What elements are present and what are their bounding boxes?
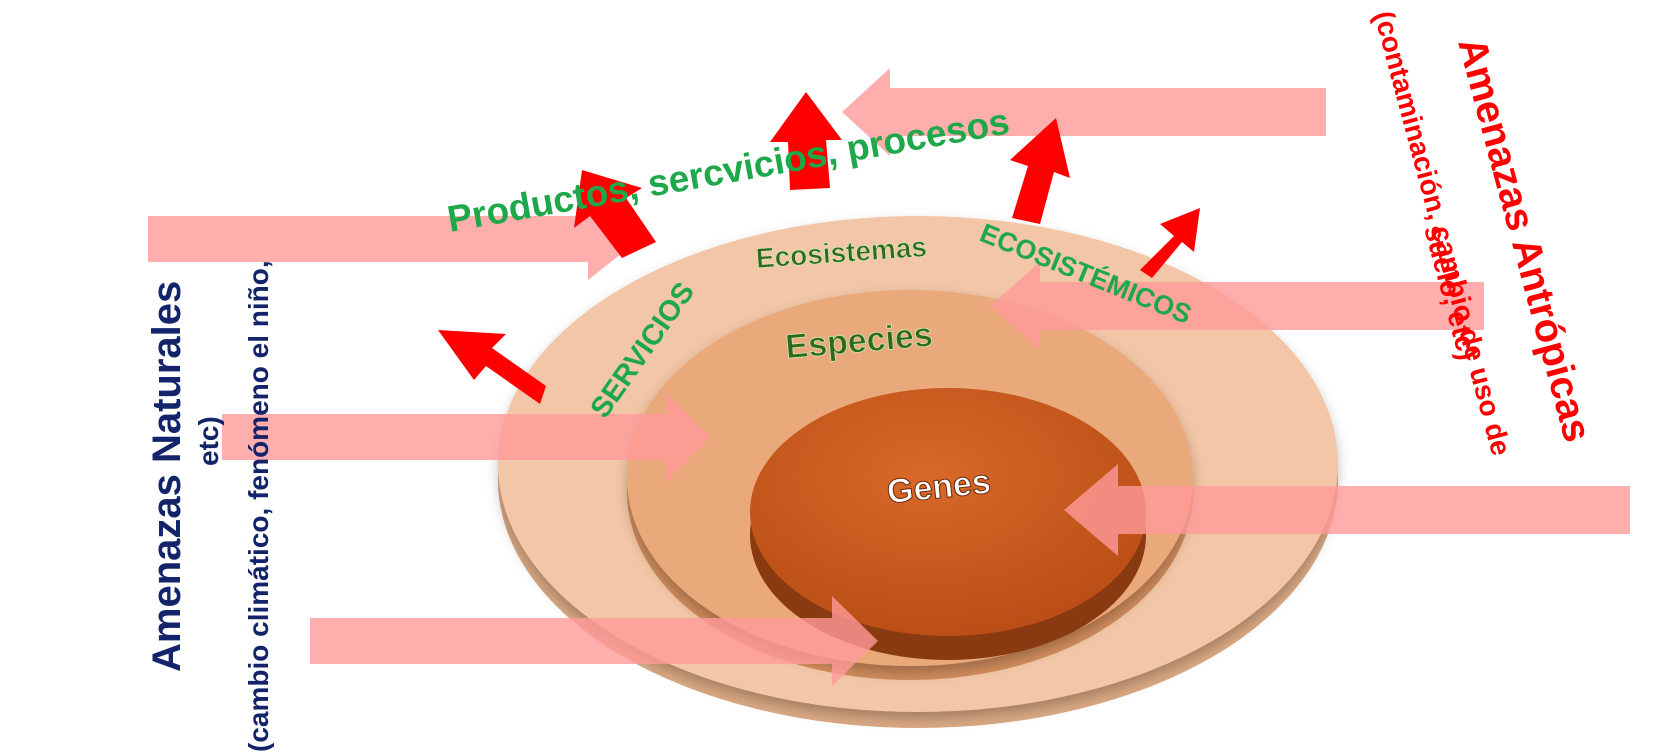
naturales-title: Amenazas Naturales [145,281,189,672]
anthropic-threats-caption: Amenazas Antrópicas (contaminación, camb… [1368,8,1599,459]
naturales-subtitle-line2: etc) [193,416,224,466]
naturales-subtitle-line1: (cambio climático, fenómeno el niño, [243,260,274,752]
natural-threats-caption: Amenazas Naturales (cambio climático, fe… [145,260,274,752]
output-arrow-1 [438,330,546,404]
